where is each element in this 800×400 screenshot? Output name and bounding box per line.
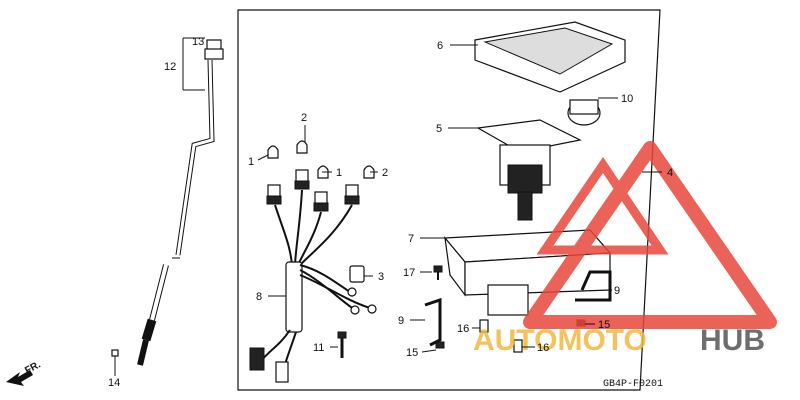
callout-10: 10 bbox=[621, 93, 633, 105]
grommet bbox=[349, 265, 365, 283]
assembly-frame bbox=[237, 9, 661, 391]
callout-5: 5 bbox=[436, 123, 442, 135]
callout-9-left: 9 bbox=[398, 315, 404, 327]
callout-1-left: 1 bbox=[248, 156, 254, 168]
callout-6: 6 bbox=[437, 40, 443, 52]
callout-3: 3 bbox=[378, 271, 384, 283]
callout-13: 13 bbox=[192, 36, 204, 48]
meter-socket bbox=[567, 99, 601, 126]
front-label: FR. bbox=[23, 359, 43, 376]
callout-2-right: 2 bbox=[382, 167, 388, 179]
meter-lens bbox=[474, 21, 626, 93]
indicator-bulbs bbox=[267, 140, 375, 179]
diagram-code: GB4P-F0201 bbox=[603, 379, 663, 390]
leader-lines bbox=[114, 37, 662, 376]
callout-16-right: 16 bbox=[537, 342, 549, 354]
callout-15-right: 15 bbox=[598, 319, 610, 331]
callout-17: 17 bbox=[403, 267, 415, 279]
watermark-text-hub: HUB bbox=[700, 324, 765, 357]
callout-11: 11 bbox=[313, 342, 324, 354]
watermark-text-auto: AUTOMOTO bbox=[473, 324, 647, 357]
callout-8: 8 bbox=[256, 291, 262, 303]
front-arrow-icon bbox=[6, 370, 33, 386]
watermark-logo: AUTOMOTO HUB bbox=[473, 141, 777, 357]
speedometer-unit bbox=[476, 119, 582, 221]
cable-clip bbox=[111, 349, 119, 373]
callout-4: 4 bbox=[667, 167, 673, 179]
callout-12: 12 bbox=[164, 61, 176, 73]
callout-1-right: 1 bbox=[336, 167, 342, 179]
callout-16-left: 16 bbox=[457, 323, 469, 335]
callout-2-top: 2 bbox=[301, 112, 307, 124]
callout-9-right: 9 bbox=[614, 285, 620, 297]
bulb-sockets bbox=[266, 169, 360, 212]
wire-harness bbox=[249, 189, 377, 383]
callout-15-left: 15 bbox=[406, 347, 418, 359]
brackets bbox=[424, 270, 612, 347]
screw-11 bbox=[337, 331, 347, 358]
callout-14: 14 bbox=[108, 377, 120, 389]
speedometer-cable bbox=[137, 39, 224, 366]
callout-7: 7 bbox=[408, 233, 414, 245]
